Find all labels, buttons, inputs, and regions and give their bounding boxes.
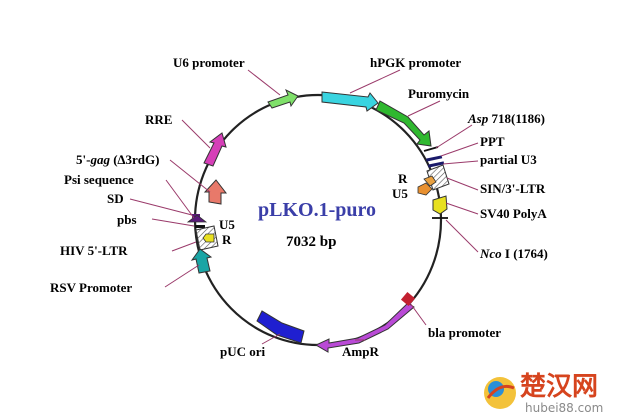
sv40-polya-arrow <box>432 195 448 215</box>
u5-right-label: U5 <box>392 186 408 201</box>
asp-name: Asp <box>467 111 489 126</box>
bla-leader <box>409 302 427 326</box>
nco-name: Nco <box>479 246 502 261</box>
rsv-label: RSV Promoter <box>50 280 132 295</box>
r-right-label: R <box>398 171 408 186</box>
gag-leader <box>169 159 211 193</box>
rre-leader <box>181 119 211 149</box>
puromycin-label: Puromycin <box>408 86 470 101</box>
watermark-text: 楚汉网 <box>520 372 598 402</box>
sv40-leader <box>445 202 479 215</box>
pbs-label: pbs <box>117 212 137 227</box>
sin-ltr-leader <box>446 177 479 191</box>
asp-pos: 718(1186) <box>491 111 544 126</box>
ampr-arrow <box>314 302 415 353</box>
u5-right-shape <box>417 182 433 196</box>
bla-label: bla promoter <box>428 325 501 340</box>
sv40-label: SV40 PolyA <box>480 206 547 221</box>
hpgk-promoter-arrow <box>321 91 379 112</box>
plasmid-size: 7032 bp <box>286 234 336 250</box>
puc-ori-arrow <box>256 310 305 344</box>
pbs-marker <box>195 225 205 228</box>
ppt-leader <box>440 142 479 157</box>
rsv-promoter-arrow <box>190 248 213 274</box>
sd-label: SD <box>107 191 124 206</box>
gag-prefix: 5'- <box>76 152 90 167</box>
ppt-label: PPT <box>480 134 505 149</box>
psi-leader <box>165 179 195 219</box>
hiv-ltr-leader <box>171 241 197 252</box>
r-left-shape <box>202 233 215 243</box>
plasmid-name: pLKO.1-puro <box>258 199 376 221</box>
gag-name: gag <box>89 152 110 167</box>
watermark-url: hubei88.com <box>525 401 603 415</box>
ppt-marker <box>425 155 443 162</box>
watermark: 楚汉网 hubei88.com <box>484 372 603 415</box>
partial-u3-label: partial U3 <box>480 152 537 167</box>
u6-promoter-label: U6 promoter <box>173 55 245 70</box>
gag-suffix: (∆3rdG) <box>113 152 159 167</box>
pbs-leader <box>151 218 195 227</box>
bla-promoter-marker <box>400 291 416 307</box>
asp-label: Asp 718(1186) <box>467 111 545 126</box>
puc-leader <box>261 333 281 345</box>
sd-leader <box>129 198 193 216</box>
rsv-leader <box>164 264 200 288</box>
psi-label: Psi sequence <box>64 172 134 187</box>
puc-label: pUC ori <box>220 344 266 359</box>
nco-leader <box>445 219 479 253</box>
asp-leader <box>435 124 473 149</box>
u6-promoter-arrow <box>267 88 299 109</box>
r-right-shape <box>423 175 437 187</box>
psi-marker <box>186 214 208 223</box>
sin-ltr-label: SIN/3'-LTR <box>480 181 546 196</box>
rre-arrow <box>203 132 227 167</box>
u5-left-label: U5 <box>219 217 235 232</box>
hpgk-leader <box>349 69 401 94</box>
r-left-label: R <box>222 232 232 247</box>
partial-u3-marker <box>427 161 445 168</box>
rre-label: RRE <box>145 112 172 127</box>
nco-label: Nco I (1764) <box>479 246 548 261</box>
u6-leader <box>247 69 281 96</box>
hpgk-promoter-label: hPGK promoter <box>370 55 461 70</box>
ampr-label: AmpR <box>342 344 379 359</box>
gag-arrow <box>203 179 228 205</box>
nco-pos: I (1764) <box>505 246 548 261</box>
puromycin-arrow <box>375 100 432 147</box>
hiv-ltr-label: HIV 5'-LTR <box>60 243 128 258</box>
puro-leader <box>407 100 441 117</box>
asp718-site-tick <box>423 146 439 152</box>
gag-label: 5'-gag (∆3rdG) <box>76 152 159 167</box>
partial-u3-leader <box>442 160 479 165</box>
